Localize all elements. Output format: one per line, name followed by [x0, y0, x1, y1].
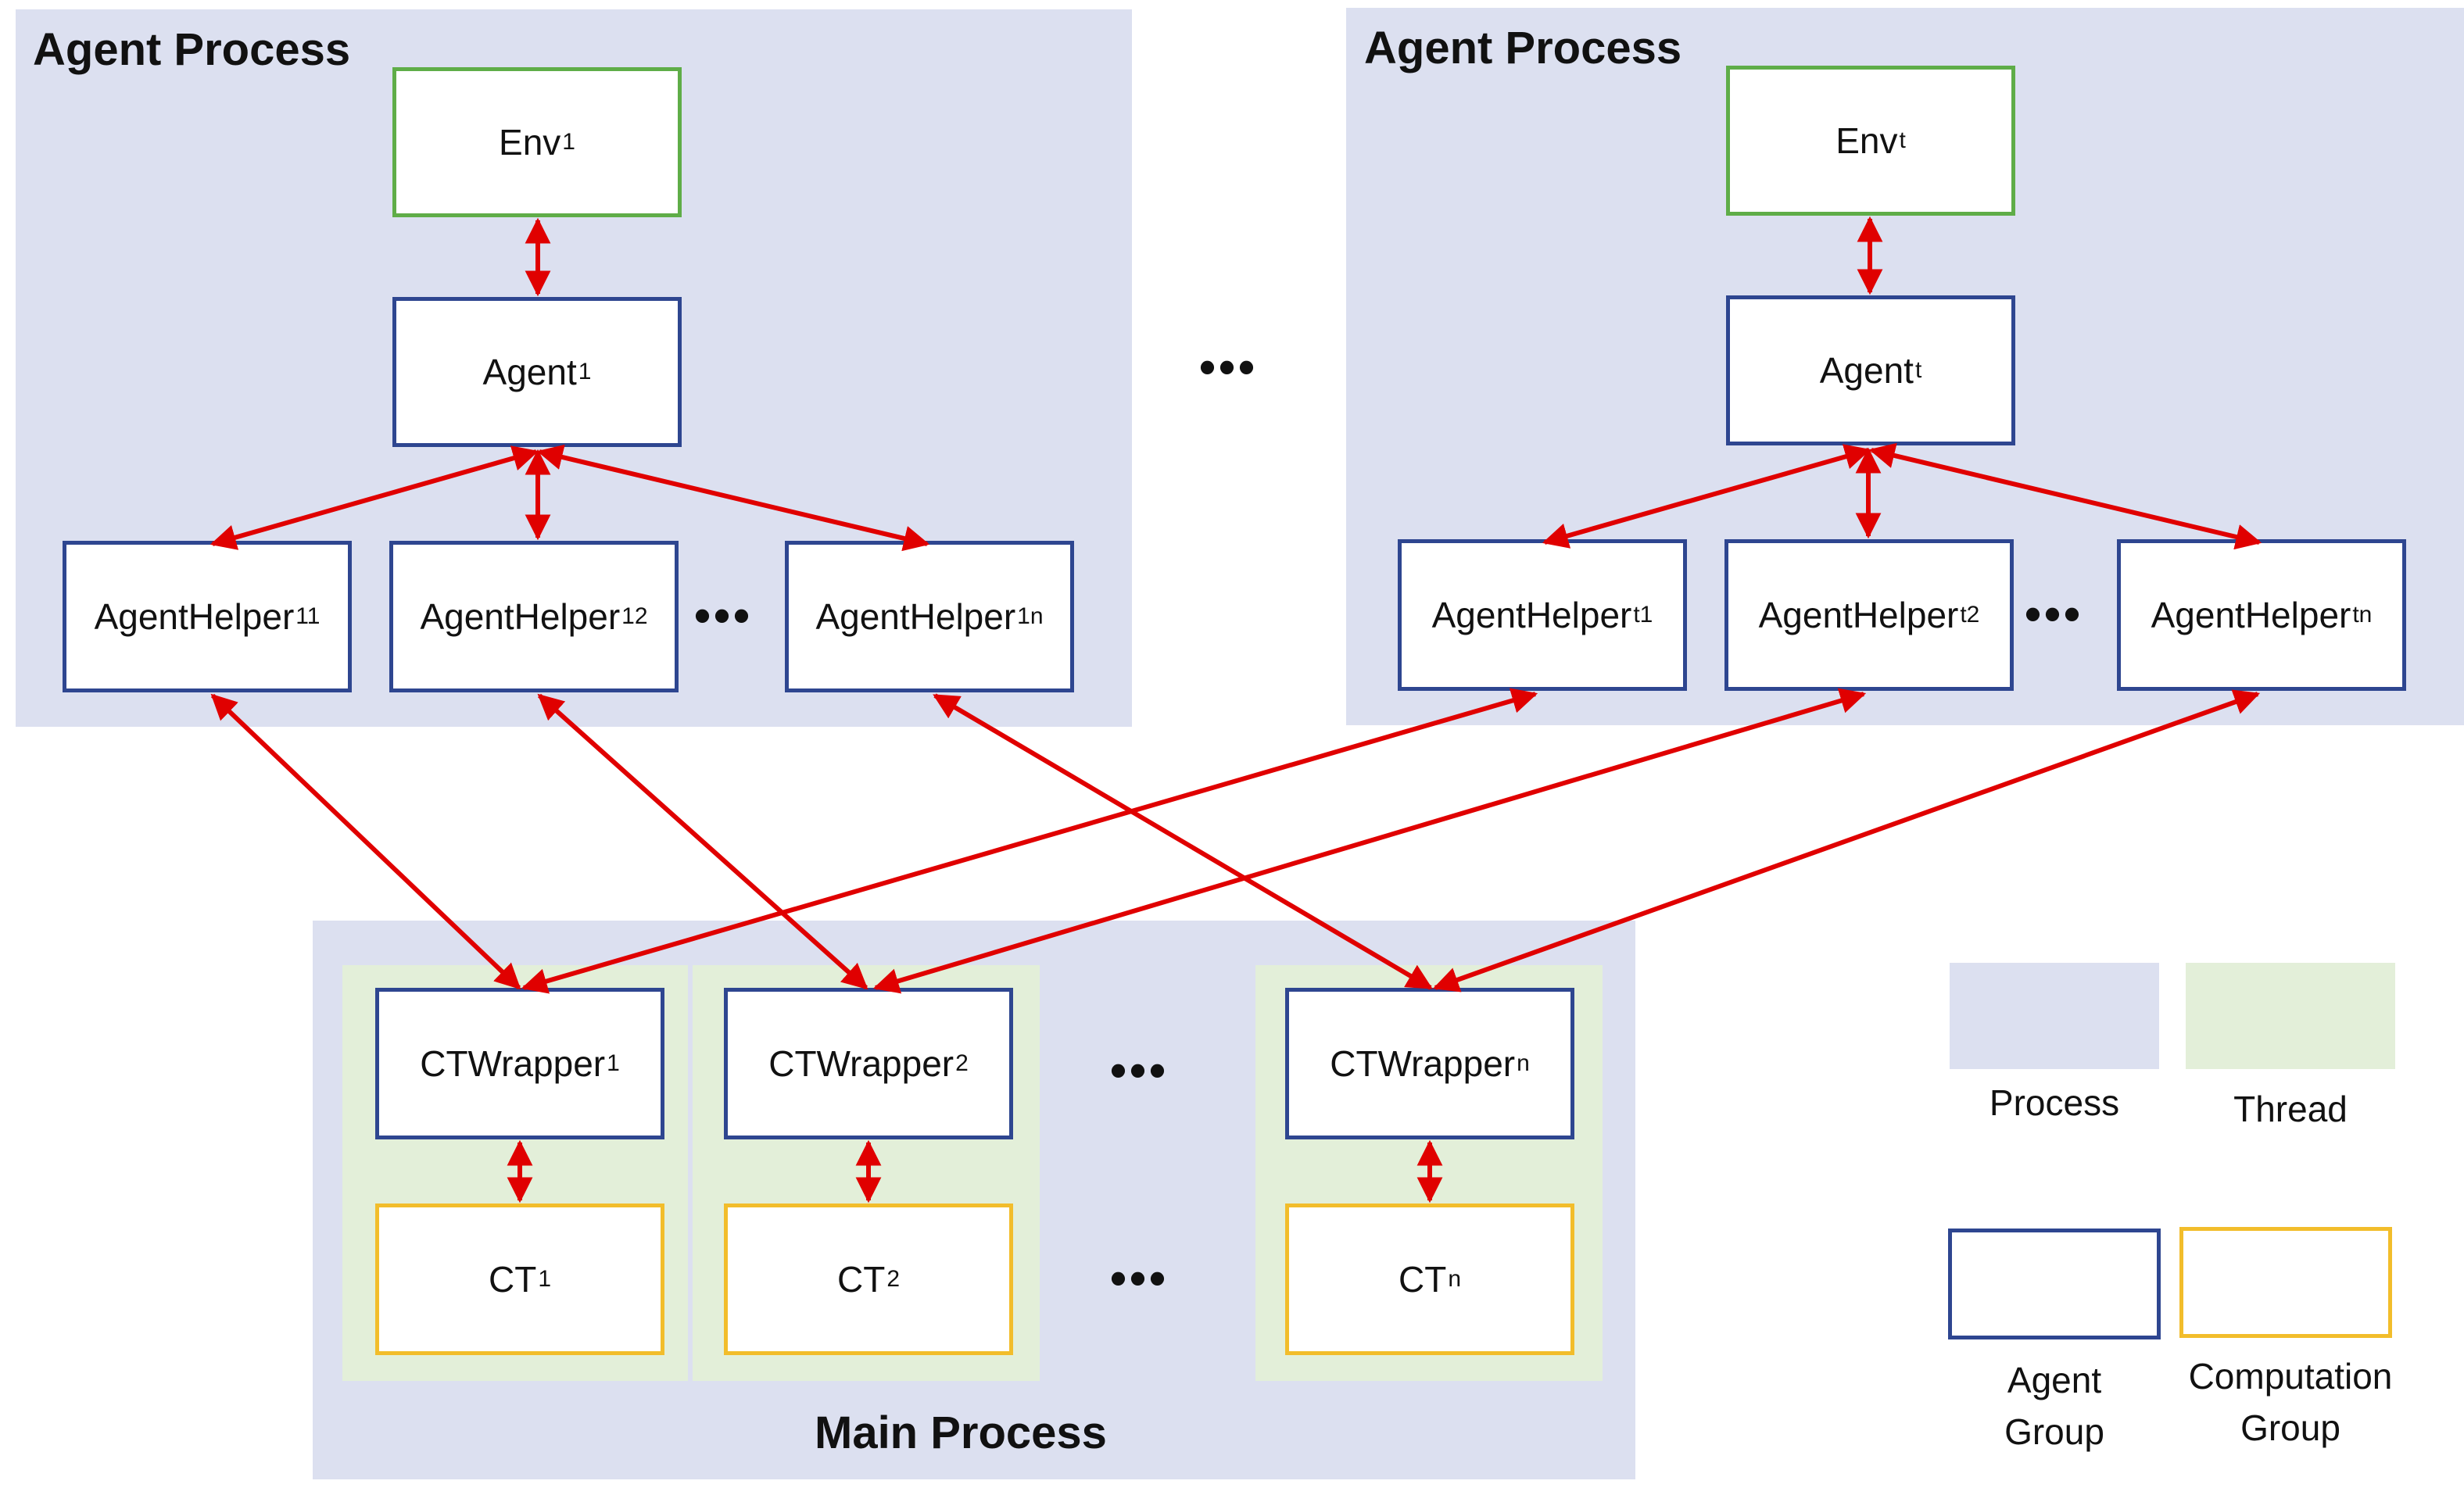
- legend-computation-group-line1: Computation: [2188, 1356, 2393, 1397]
- ct-wrapper-label: CTWrapper: [768, 1043, 954, 1084]
- legend-computation-group-label: Computation Group: [2142, 1350, 2439, 1454]
- process-ellipsis: •••: [1199, 341, 1259, 393]
- legend-agent-group-swatch: [1948, 1229, 2161, 1339]
- legend-thread-swatch: [2186, 963, 2395, 1069]
- wrapper-ellipsis: •••: [1110, 1044, 1169, 1096]
- agent-helper-label: AgentHelper: [2151, 595, 2351, 635]
- legend-thread-label: Thread: [2233, 1089, 2348, 1129]
- agent-label: Agent: [1819, 350, 1914, 391]
- ct-ellipsis: •••: [1110, 1252, 1169, 1304]
- legend-process-swatch: [1950, 963, 2159, 1069]
- legend-agent-group-line1: Agent: [2007, 1360, 2102, 1400]
- ct-wrapper-label: CTWrapper: [1330, 1043, 1516, 1084]
- agent-process-right-title: Agent Process: [1364, 23, 1682, 73]
- agent-helper-label: AgentHelper: [94, 596, 295, 637]
- ct-wrapper-label: CTWrapper: [420, 1043, 606, 1084]
- env-label: Env: [1835, 120, 1898, 161]
- agent-helper-label: AgentHelper: [815, 596, 1016, 637]
- agent-label: Agent: [482, 352, 577, 392]
- env-label: Env: [499, 122, 561, 163]
- legend-computation-group-line2: Group: [2240, 1407, 2340, 1448]
- ct-label: CT: [488, 1259, 537, 1300]
- legend-process-label: Process: [1989, 1082, 2120, 1123]
- main-process-title: Main Process: [815, 1407, 1107, 1458]
- legend-agent-group-label: Agent Group: [1950, 1354, 2159, 1457]
- legend-agent-group-line2: Group: [2004, 1411, 2104, 1452]
- ct-label: CT: [1398, 1259, 1447, 1300]
- legend-computation-group-swatch: [2179, 1227, 2392, 1338]
- ct-label: CT: [836, 1259, 886, 1300]
- helper-ellipsis-left: •••: [694, 589, 754, 642]
- agent-helper-label: AgentHelper: [1758, 595, 1959, 635]
- helper-ellipsis-right: •••: [2025, 588, 2084, 640]
- agent-helper-label: AgentHelper: [420, 596, 621, 637]
- agent-process-left-title: Agent Process: [33, 24, 351, 75]
- agent-helper-label: AgentHelper: [1431, 595, 1632, 635]
